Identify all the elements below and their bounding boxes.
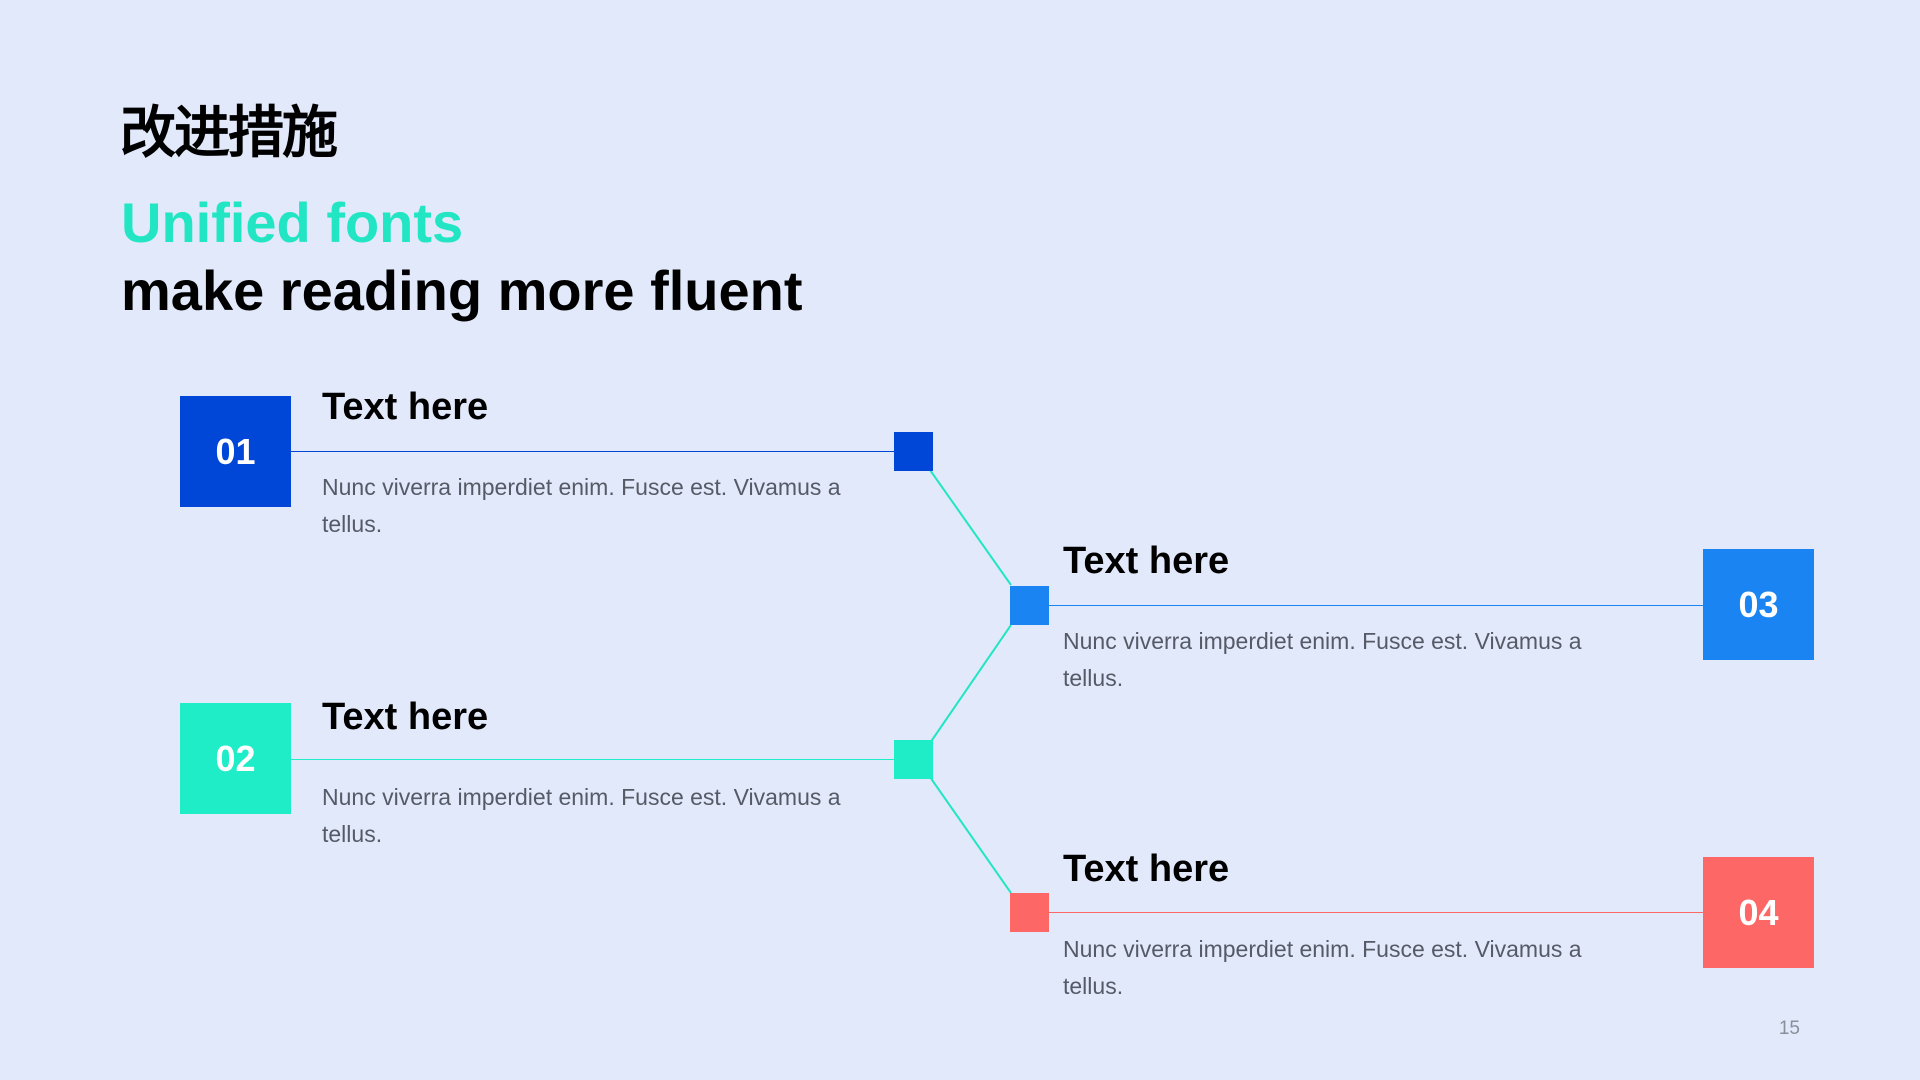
underline-04 (1049, 912, 1703, 913)
page-number: 15 (1778, 1018, 1800, 1039)
underline-03 (1049, 605, 1703, 606)
item-title-04: Text here (1063, 848, 1230, 890)
connector-01-03 (929, 469, 1012, 586)
underline-01 (291, 451, 894, 452)
subtitle-main: make reading more fluent (121, 259, 803, 322)
item-description-03: Nunc viverra imperdiet enim. Fusce est. … (1063, 628, 1582, 691)
connector-02-03 (929, 624, 1012, 744)
item-title-01: Text here (322, 386, 489, 428)
item-description-02: Nunc viverra imperdiet enim. Fusce est. … (322, 784, 841, 847)
number-badge-03: 03 (1703, 549, 1814, 660)
item-description-04: Nunc viverra imperdiet enim. Fusce est. … (1063, 936, 1582, 999)
node-square-02 (894, 740, 933, 779)
number-badge-04: 04 (1703, 857, 1814, 968)
node-square-04 (1010, 893, 1049, 932)
node-square-01 (894, 432, 933, 471)
item-description-01: Nunc viverra imperdiet enim. Fusce est. … (322, 474, 841, 537)
number-badge-02: 02 (180, 703, 291, 814)
item-title-02: Text here (322, 696, 489, 738)
item-title-03: Text here (1063, 540, 1230, 582)
underline-02 (291, 759, 894, 760)
subtitle-accent: Unified fonts (121, 191, 464, 254)
node-square-03 (1010, 586, 1049, 625)
slide-title: 改进措施 (120, 101, 338, 166)
number-badge-01: 01 (180, 396, 291, 507)
connector-02-04 (929, 776, 1012, 894)
